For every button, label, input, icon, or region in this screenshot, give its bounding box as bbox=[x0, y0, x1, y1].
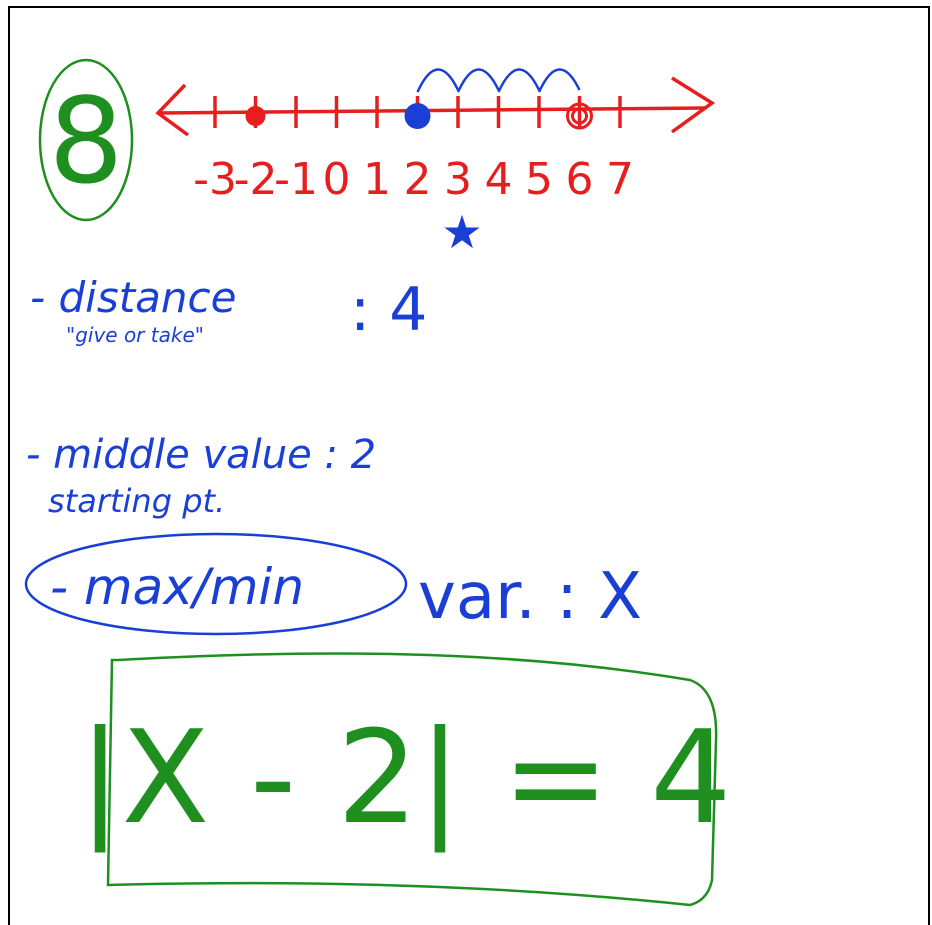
maxmin-circle bbox=[24, 532, 408, 636]
tick-label: 5 bbox=[525, 154, 553, 205]
problem-number-text: 8 bbox=[48, 72, 123, 210]
number-line-ticks bbox=[213, 96, 622, 128]
jump-arcs bbox=[416, 68, 581, 93]
whiteboard-frame bbox=[8, 6, 930, 925]
jump-arc bbox=[497, 68, 541, 93]
tick-label: 7 bbox=[606, 154, 634, 205]
tick-label: 2 bbox=[404, 154, 432, 205]
number-line bbox=[155, 76, 716, 137]
target-point-ring bbox=[571, 107, 588, 125]
jump-arc bbox=[537, 68, 581, 93]
tick-label: -3 bbox=[193, 154, 237, 205]
tick-label: 4 bbox=[485, 154, 513, 205]
tick-label: 3 bbox=[444, 154, 472, 205]
center-point-marker bbox=[404, 103, 431, 129]
tick-label: -2 bbox=[234, 154, 278, 205]
tick-label: -1 bbox=[274, 154, 318, 205]
left-arrow-icon bbox=[155, 83, 190, 137]
distance-sub: "give or take" bbox=[66, 323, 204, 347]
closed-point-marker bbox=[245, 106, 266, 126]
middle-sub: starting pt. bbox=[48, 482, 225, 520]
distance-value: : 4 bbox=[350, 275, 427, 345]
tick-label: 6 bbox=[566, 154, 594, 205]
distance-label: - distance bbox=[30, 273, 236, 322]
tick-label: 0 bbox=[323, 154, 351, 205]
maxmin-label: - max/min bbox=[50, 558, 304, 616]
var-label: var. : X bbox=[418, 560, 642, 634]
target-point-ring bbox=[566, 102, 593, 130]
number-line-axis bbox=[159, 106, 706, 115]
tick-label: 1 bbox=[363, 154, 391, 205]
jump-arc bbox=[416, 68, 460, 93]
right-arrow-icon bbox=[670, 76, 716, 134]
jump-arc bbox=[456, 68, 500, 93]
equation-text: |X - 2| = 4 bbox=[79, 704, 732, 853]
star-icon: ★ bbox=[441, 205, 482, 259]
equation-box bbox=[106, 652, 718, 907]
problem-number: 8 bbox=[38, 58, 134, 222]
problem-number-circle bbox=[38, 58, 134, 222]
target-point-marker bbox=[566, 102, 593, 130]
middle-label: - middle value : 2 bbox=[26, 432, 376, 478]
